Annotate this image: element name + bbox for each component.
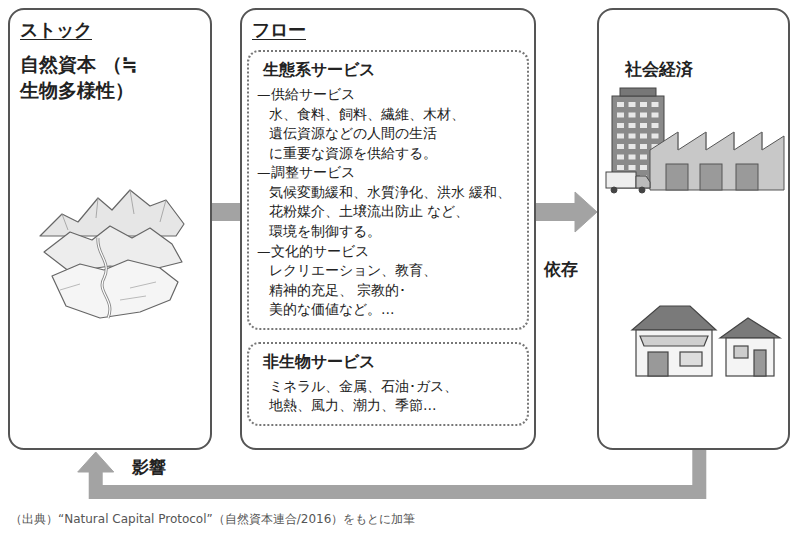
window [640,165,647,170]
truck [606,172,650,193]
window [629,134,636,139]
flow-box: フロー生態系サービス —供給サービス水、食料、飼料、繊維、木材、 遺伝資源などの人… [240,8,536,450]
window [629,155,636,160]
box-text: ミネラル、金属、石油･ガス、 地熱、風力、潮力、季節… [269,377,465,416]
connector-arrow [212,212,240,213]
box-text: 気候変動緩和、水質浄化、洪水 緩和、花粉媒介、土壌流出防止 など、環境を制御する… [269,183,519,242]
window [652,102,659,107]
window [617,155,624,160]
arrow-head [78,452,114,472]
window [629,102,636,107]
arrow-head [575,192,597,232]
edge-label: 影響 [130,456,168,479]
window [640,113,647,118]
window [617,123,624,128]
box-heading: 社会経済 [625,58,778,81]
window [617,165,624,170]
house-shop [632,306,716,376]
window [652,134,659,139]
window [629,144,636,149]
box-text: 自然資本 （≒生物多様性） [20,52,202,103]
connector-line [212,203,240,221]
window [640,155,647,160]
connector-arrow [536,192,597,232]
box-text: —調整サービス [257,163,519,183]
window [629,113,636,118]
factory-building [650,132,784,190]
box-text: 水、食料、飼料、繊維、木材、 遺伝資源などの人間の生活 に重要な資源を供給する。 [269,105,519,164]
economy-box: 社会経済 [597,8,790,450]
window [640,123,647,128]
box-heading: ストック [20,18,200,42]
house-small [720,318,780,376]
edge-label: 依存 [542,258,580,281]
box-text: —文化的サービス [257,242,519,262]
connector-arrow [78,450,700,492]
window [652,123,659,128]
window [652,113,659,118]
landscape-illustration [40,190,184,318]
window [617,134,624,139]
stock-box: ストック自然資本 （≒生物多様性） [8,8,212,450]
window [640,144,647,149]
service-box: 非生物サービスミネラル、金属、石油･ガス、 地熱、風力、潮力、季節… [247,342,529,426]
connector-line [536,203,575,221]
window [617,102,624,107]
box-text: レクリエーション、教育、精神的充足、 宗教的･美的な価値など。… [269,261,519,320]
window [629,123,636,128]
connector-line [96,450,700,492]
window [640,134,647,139]
box-heading: 非生物サービス [263,352,519,373]
box-heading: 生態系サービス [263,60,519,81]
service-box: 生態系サービス —供給サービス水、食料、飼料、繊維、木材、 遺伝資源などの人間の生… [247,50,529,330]
window [617,113,624,118]
window [640,102,647,107]
box-heading: フロー [252,18,524,42]
source-caption: （出典）“Natural Capital Protocol”（自然資本連合/20… [10,511,415,528]
window [617,144,624,149]
box-text: —供給サービス [257,85,519,105]
window [629,165,636,170]
